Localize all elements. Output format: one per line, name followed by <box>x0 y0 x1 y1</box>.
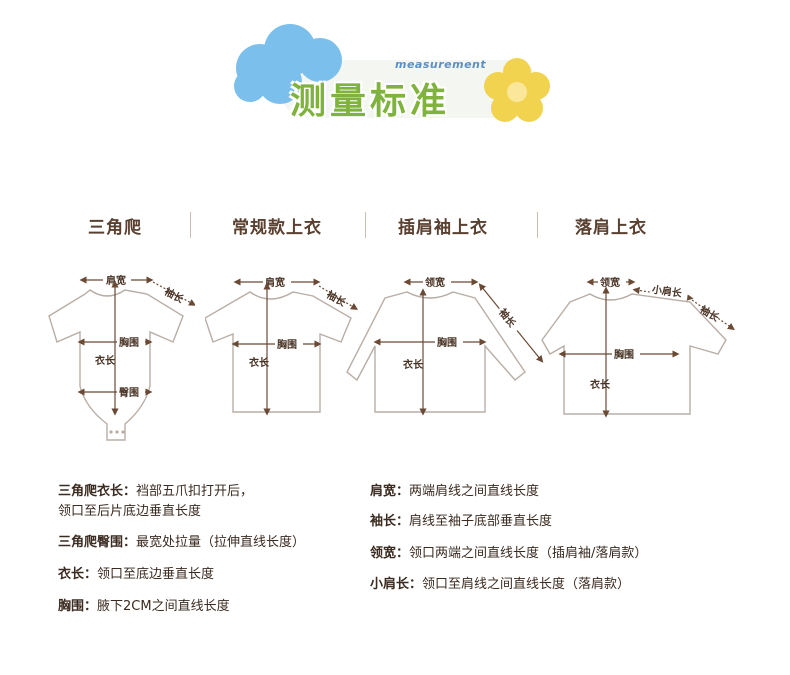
regular-outline <box>205 291 352 413</box>
regular-shoulder-label: 肩宽 <box>265 276 285 289</box>
flower-icon <box>484 58 550 122</box>
definition-length: 衣长：领口至底边垂直长度 <box>58 567 215 582</box>
header-decoration <box>234 24 550 122</box>
regular-diagram: 肩宽 袖长 胸围 衣长 <box>205 275 359 416</box>
raglan-chest-label: 胸围 <box>437 336 457 349</box>
raglan-length-label: 衣长 <box>403 358 424 371</box>
regular-chest-label: 胸围 <box>277 338 297 351</box>
definition-small-shoulder: 小肩长：领口至肩线之间直线长度（落肩款） <box>370 577 631 592</box>
header-title: 测量标准 <box>290 81 451 122</box>
category-divider <box>190 212 191 238</box>
romper-outline <box>48 289 184 441</box>
header-banner: measurement 测量标准 <box>220 20 580 130</box>
raglan-diagram: 领宽 袖长 胸围 衣长 <box>346 275 544 416</box>
definition-romper-hip: 三角爬臀围：最宽处拉量（拉伸直线长度） <box>58 535 306 550</box>
definition-collar: 领宽：领口两端之间直线长度（插肩袖/落肩款） <box>370 546 648 561</box>
romper-sleeve-label: 袖长 <box>161 284 187 306</box>
definition-chest: 胸围：腋下2CM之间直线长度 <box>58 599 230 614</box>
romper-diagram: 肩宽 袖长 胸围 衣长 臀围 <box>48 273 195 441</box>
category-divider <box>537 212 538 238</box>
category-regular: 常规款上衣 <box>232 218 322 238</box>
definition-sleeve: 袖长：肩线至袖子底部垂直长度 <box>370 514 553 529</box>
raglan-collar-label: 领宽 <box>425 276 445 289</box>
romper-chest-label: 胸围 <box>119 336 139 349</box>
dropped-diagram: 领宽 小肩长 袖长 胸围 衣长 <box>541 275 735 418</box>
definition-shoulder: 肩宽：两端肩线之间直线长度 <box>370 484 540 499</box>
romper-length-label: 衣长 <box>95 354 116 367</box>
romper-hip-label: 臀围 <box>119 387 139 399</box>
dropped-length-label: 衣长 <box>590 378 611 391</box>
dropped-collar-label: 领宽 <box>600 276 620 289</box>
category-raglan: 插肩袖上衣 <box>398 218 488 238</box>
cloud-icon <box>234 24 342 104</box>
definition-romper-length: 三角爬衣长：裆部五爪扣打开后， 领口至后片底边垂直长度 <box>58 484 254 519</box>
dropped-chest-label: 胸围 <box>614 348 634 361</box>
dropped-small-shoulder-label: 小肩长 <box>650 283 683 300</box>
regular-length-label: 衣长 <box>249 356 270 369</box>
header-subtitle: measurement <box>395 58 487 71</box>
romper-shoulder-label: 肩宽 <box>106 274 126 287</box>
category-dropped: 落肩上衣 <box>575 218 647 238</box>
category-divider <box>365 212 366 238</box>
category-romper: 三角爬 <box>88 218 142 238</box>
